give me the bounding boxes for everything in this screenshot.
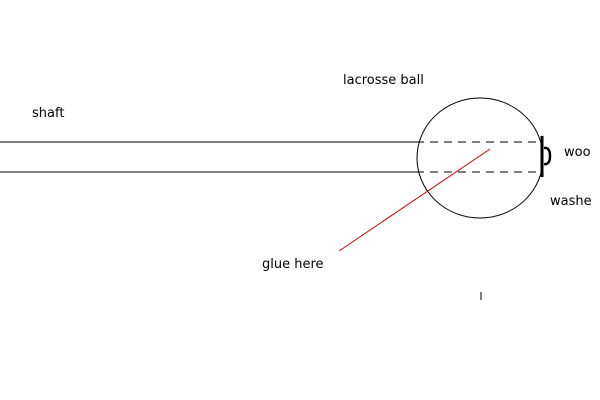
glue-pointer-line bbox=[338, 148, 491, 252]
washer-label: washe bbox=[550, 194, 592, 209]
lacrosse-ball-circle bbox=[416, 97, 544, 219]
wood-piece bbox=[543, 146, 552, 166]
wood-label: woo bbox=[564, 145, 591, 160]
lacrosse-ball-label: lacrosse ball bbox=[343, 73, 424, 88]
glue-here-label: glue here bbox=[262, 257, 324, 272]
shaft-label: shaft bbox=[32, 106, 65, 121]
